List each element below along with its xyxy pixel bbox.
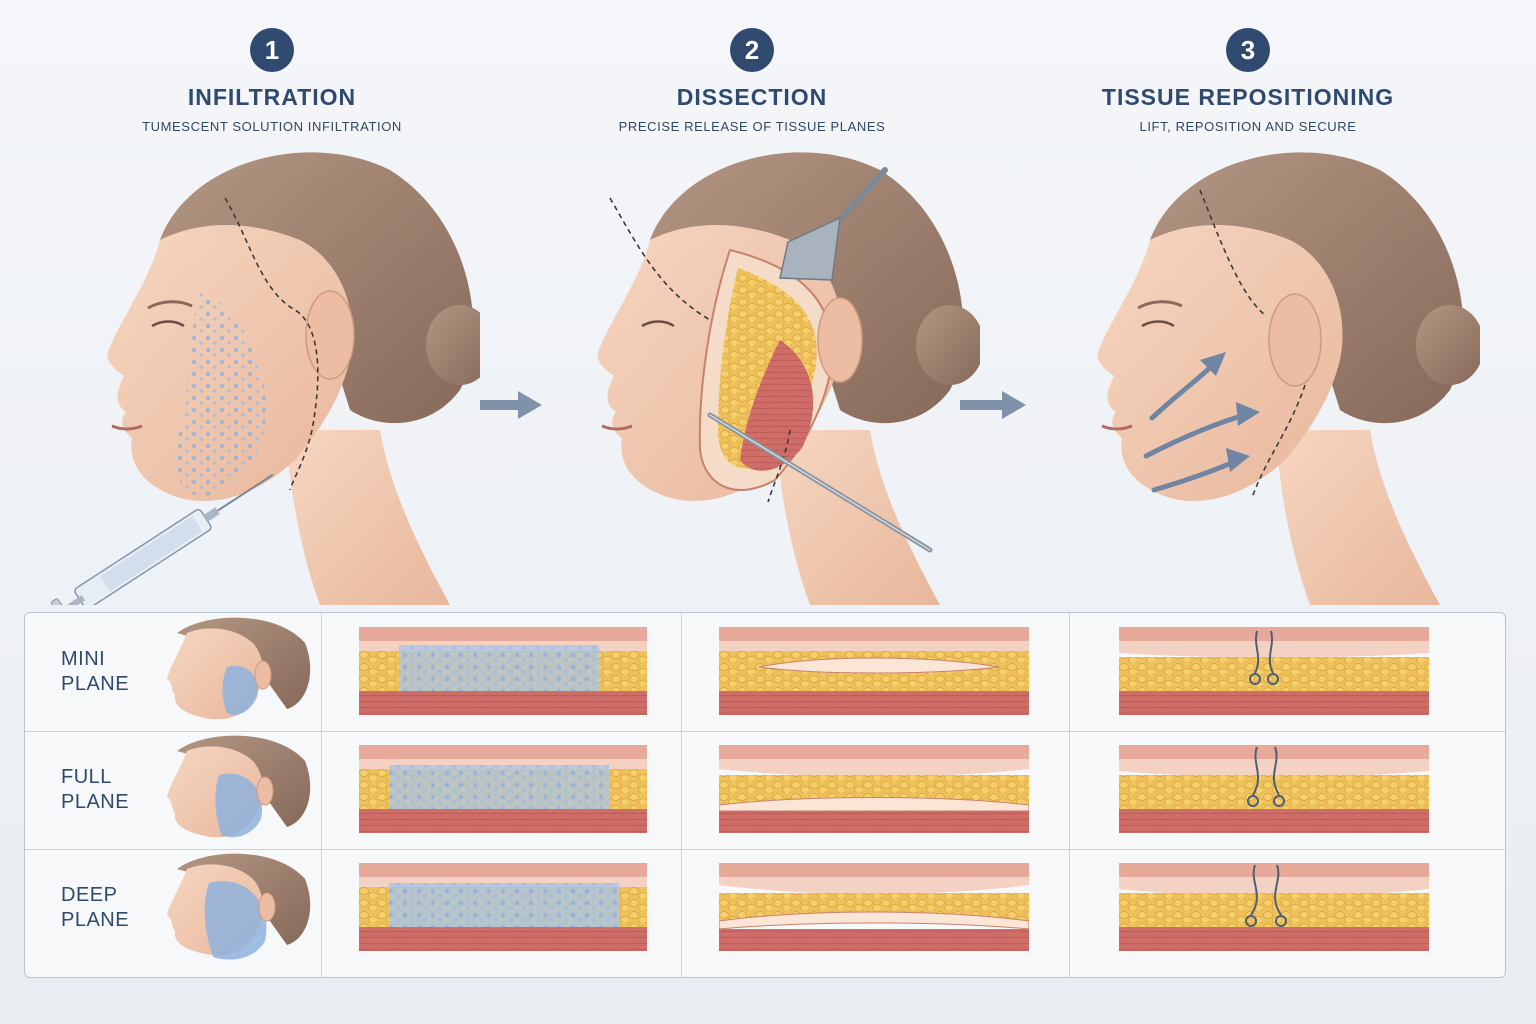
row-label-line2: PLANE <box>61 909 130 931</box>
suture-icon <box>1245 864 1287 927</box>
table-row-mini-plane: MINI PLANE <box>25 613 1505 732</box>
face-thumbnail-full <box>167 735 311 838</box>
face-thumbnail-mini <box>167 617 311 720</box>
dissection-illustration <box>597 152 980 605</box>
row-label-line2: PLANE <box>61 673 130 695</box>
row-label: FULL PLANE <box>61 765 161 815</box>
tissue-infiltration-full <box>359 745 647 833</box>
arrow-right-icon <box>960 391 1026 419</box>
repositioning-illustration <box>1097 152 1480 605</box>
step-2-number: 2 <box>730 28 774 72</box>
step-3-title: TISSUE REPOSITIONING <box>1101 84 1395 110</box>
step-3-number: 3 <box>1226 28 1270 72</box>
step-1-title: INFILTRATION <box>187 84 357 110</box>
infiltration-illustration <box>50 152 480 605</box>
plane-comparison-table: MINI PLANE <box>24 612 1506 978</box>
tissue-dissection-full <box>719 745 1029 833</box>
step-2-header: 2 DISSECTION PRECISE RELEASE OF TISSUE P… <box>542 28 962 134</box>
column-divider <box>1069 613 1070 977</box>
row-label: DEEP PLANE <box>61 883 161 933</box>
tissue-repositioning-mini <box>1119 627 1429 715</box>
tissue-infiltration-mini <box>359 627 647 715</box>
tissue-infiltration-deep <box>359 863 647 951</box>
table-row-full-plane: FULL PLANE <box>25 731 1505 850</box>
step-1-number: 1 <box>250 28 294 72</box>
tissue-dissection-deep <box>719 863 1029 951</box>
step-1-header: 1 INFILTRATION TUMESCENT SOLUTION INFILT… <box>62 28 482 134</box>
row-label-line1: FULL <box>61 766 112 788</box>
arrow-right-icon <box>480 391 542 419</box>
row-label: MINI PLANE <box>61 647 161 697</box>
step-2-subtitle: PRECISE RELEASE OF TISSUE PLANES <box>618 119 886 134</box>
suture-icon <box>1247 746 1285 807</box>
step-3-header: 3 TISSUE REPOSITIONING LIFT, REPOSITION … <box>1038 28 1458 134</box>
face-thumbnail-deep <box>167 853 311 960</box>
table-row-deep-plane: DEEP PLANE <box>25 849 1505 967</box>
tissue-repositioning-full <box>1119 745 1429 833</box>
row-label-line1: DEEP <box>61 884 118 906</box>
step-1-subtitle: TUMESCENT SOLUTION INFILTRATION <box>142 119 402 134</box>
step-2-title: DISSECTION <box>676 84 828 110</box>
row-label-line2: PLANE <box>61 791 130 813</box>
column-divider <box>681 613 682 977</box>
column-divider <box>321 613 322 977</box>
suture-icon <box>1249 630 1279 685</box>
row-label-line1: MINI <box>61 648 106 670</box>
tissue-dissection-mini <box>719 627 1029 715</box>
tissue-repositioning-deep <box>1119 863 1429 951</box>
step-3-subtitle: LIFT, REPOSITION AND SECURE <box>1139 119 1357 134</box>
